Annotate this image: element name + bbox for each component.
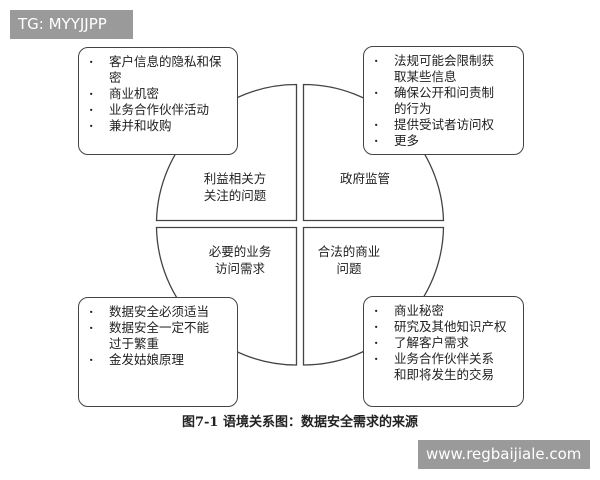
list-item: 业务合作伙伴关系和即将发生的交易 <box>372 351 506 383</box>
label-line: 关注的问题 <box>203 188 267 203</box>
watermark-bottom: www.regbaijiale.com <box>418 440 590 469</box>
list-item: 确保公开和问责制的行为 <box>372 85 506 117</box>
list-item: 兼并和收购 <box>87 118 229 134</box>
list-item: 数据安全必须适当 <box>87 304 229 320</box>
list-item: 更多 <box>372 133 515 149</box>
label-line: 必要的业务 <box>208 244 272 259</box>
list-item: 法规可能会限制获取某些信息 <box>372 53 506 85</box>
label-line: 访问需求 <box>214 261 265 276</box>
label-line: 利益相关方 <box>203 171 267 186</box>
list-item: 数据安全一定不能过于繁重 <box>87 320 209 352</box>
list-item: 研究及其他知识产权 <box>372 319 515 335</box>
list-item: 商业秘密 <box>372 303 515 319</box>
list-item: 了解客户需求 <box>372 335 515 351</box>
figure-caption: 图7-1 语境关系图：数据安全需求的来源 <box>181 415 418 430</box>
list-item: 客户信息的隐私和保密 <box>87 54 229 86</box>
watermark-top: TG: MYYJJPP <box>10 10 133 39</box>
list-item: 商业机密 <box>87 86 229 102</box>
label-line: 政府监管 <box>339 171 390 186</box>
list-item: 提供受试者访问权 <box>372 117 515 133</box>
list-item: 金发姑娘原理 <box>87 352 229 368</box>
box-government-regulation: 法规可能会限制获取某些信息 确保公开和问责制的行为 提供受试者访问权 更多 <box>363 46 524 155</box>
quadrant-label-government: 政府监管 <box>310 170 420 187</box>
quadrant-label-legal-business: 合法的商业 问题 <box>294 243 404 277</box>
box-business-access-needs: 数据安全必须适当 数据安全一定不能过于繁重 金发姑娘原理 <box>78 297 238 407</box>
box-stakeholder-concerns: 客户信息的隐私和保密 商业机密 业务合作伙伴活动 兼并和收购 <box>78 47 238 155</box>
box-legal-business-issues: 商业秘密 研究及其他知识产权 了解客户需求 业务合作伙伴关系和即将发生的交易 <box>363 296 524 407</box>
label-line: 问题 <box>336 261 362 276</box>
label-line: 合法的商业 <box>317 244 381 259</box>
list-item: 业务合作伙伴活动 <box>87 102 229 118</box>
quadrant-label-stakeholder: 利益相关方 关注的问题 <box>180 170 290 204</box>
quadrant-label-business-access: 必要的业务 访问需求 <box>185 243 295 277</box>
